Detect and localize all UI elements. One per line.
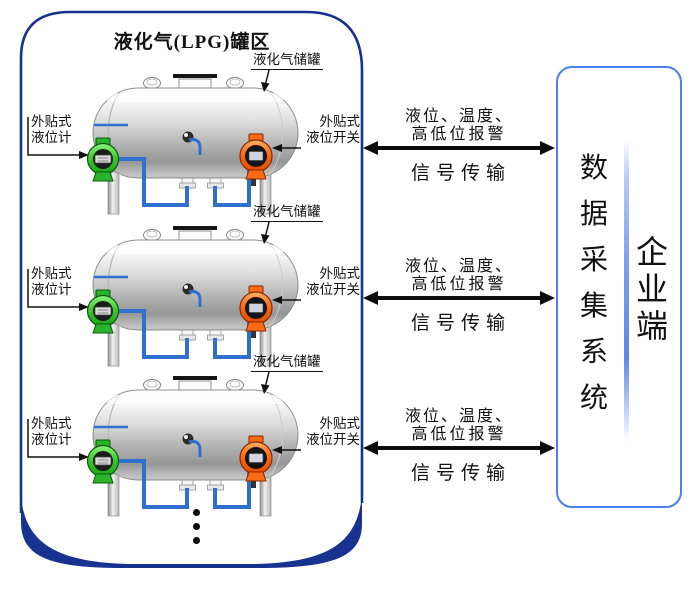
double-arrow-icon [363, 141, 555, 155]
double-arrow-icon [363, 441, 555, 455]
signal-data-line1: 液位、温度、 [404, 108, 513, 125]
tank-area-frame [19, 10, 364, 568]
double-arrow-icon [363, 291, 555, 305]
data-acquisition-panel: 数据采集系统 企业端 [556, 66, 682, 508]
signal-caption: 信号传输 [410, 163, 511, 184]
signal-data-line2: 高低位报警 [411, 276, 507, 293]
tank-row-1: 液化气储罐 外贴式 液位计 外贴式 液位开关 [22, 52, 362, 218]
signal-caption: 信号传输 [410, 463, 511, 484]
signal-caption: 信号传输 [410, 313, 511, 334]
signal-link-2: 液位、温度、 高低位报警 信号传输 [363, 252, 555, 336]
tank-label: 液化气储罐 [251, 52, 323, 70]
tank-label: 液化气储罐 [251, 354, 323, 372]
level-gauge-label: 外贴式 液位计 [31, 416, 72, 447]
tank-area-title: 液化气(LPG)罐区 [113, 32, 271, 53]
signal-data-line2: 高低位报警 [411, 126, 507, 143]
level-gauge-label: 外贴式 液位计 [31, 266, 72, 297]
panel-divider [624, 140, 629, 442]
data-acquisition-system-label: 数据采集系统 [579, 153, 608, 414]
level-gauge-label: 外贴式 液位计 [31, 114, 72, 145]
enterprise-client-label: 企业端 [635, 234, 668, 344]
level-switch-label: 外贴式 液位开关 [306, 416, 360, 447]
signal-link-1: 液位、温度、 高低位报警 信号传输 [363, 102, 555, 186]
signal-data-line1: 液位、温度、 [404, 408, 513, 425]
tank-label: 液化气储罐 [251, 204, 323, 222]
signal-data-line1: 液位、温度、 [404, 258, 513, 275]
tank-row-3: 液化气储罐 外贴式 液位计 外贴式 液位开关 [22, 354, 362, 520]
level-switch-label: 外贴式 液位开关 [306, 114, 360, 145]
level-switch-label: 外贴式 液位开关 [306, 266, 360, 297]
signal-data-line2: 高低位报警 [411, 426, 507, 443]
signal-link-3: 液位、温度、 高低位报警 信号传输 [363, 402, 555, 486]
tank-row-2: 液化气储罐 外贴式 液位计 外贴式 液位开关 [22, 204, 362, 370]
